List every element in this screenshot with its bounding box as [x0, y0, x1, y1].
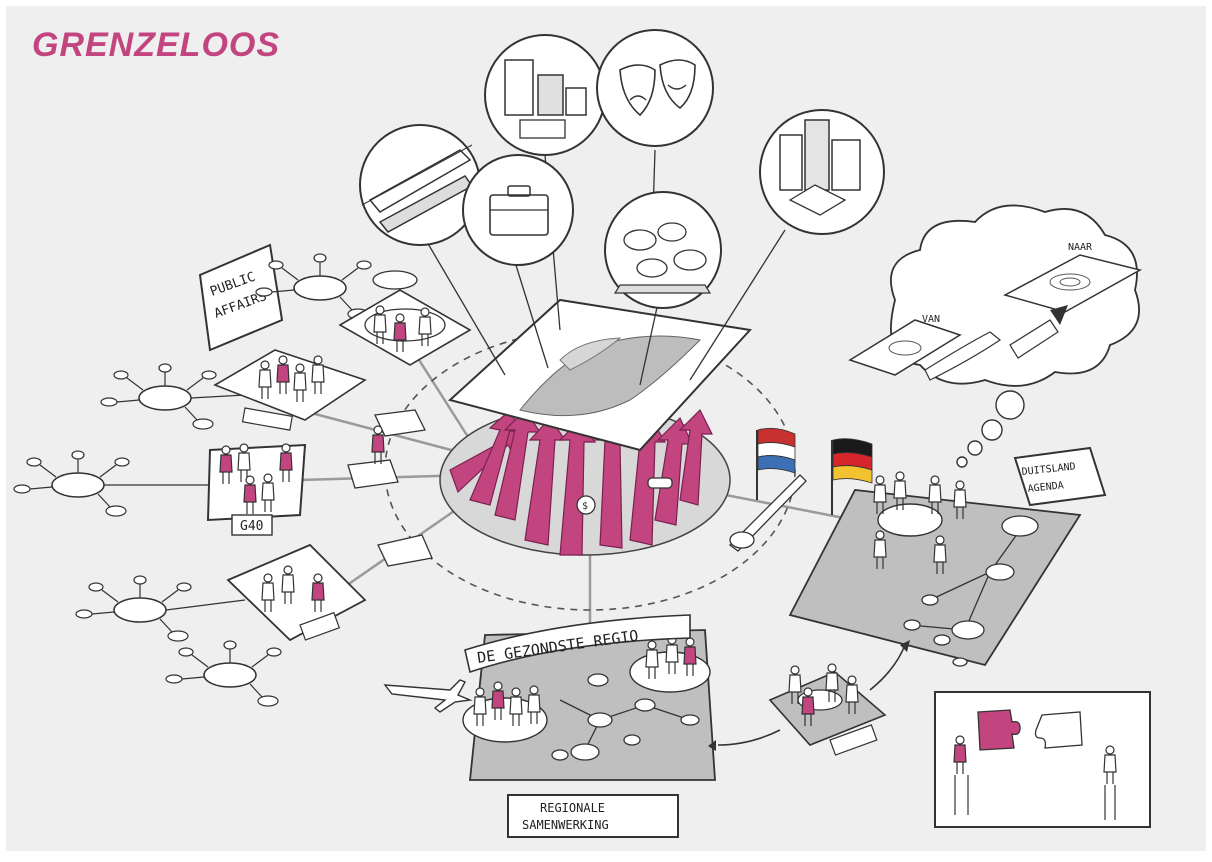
- page-title: GRENZELOOS: [32, 26, 281, 64]
- duitsland-label-2: AGENDA: [1027, 480, 1064, 495]
- duitsland-agenda-sign: DUITSLAND AGENDA: [1013, 446, 1107, 507]
- hub-network-left-upper: [100, 363, 246, 430]
- office-buildings-icon: [484, 34, 606, 156]
- briefcase-icon: [462, 154, 574, 266]
- g40-label: G40: [240, 519, 263, 534]
- regionale-label-1: REGIONALE: [540, 801, 605, 815]
- naar-label: NAAR: [1068, 242, 1093, 253]
- stakeholder-platform-lower: [226, 543, 367, 642]
- bridge-figure: [729, 474, 807, 552]
- g40-platform: G40: [206, 443, 307, 536]
- document-scrolls: [347, 409, 433, 567]
- meeting-table-platform: [338, 270, 472, 366]
- city-skyline-icon: [759, 109, 885, 235]
- airplane-icon: [383, 679, 473, 713]
- handshake-icon: [647, 477, 673, 489]
- netherlands-flag-icon: [756, 427, 796, 500]
- theater-masks-icon: [596, 29, 714, 147]
- public-affairs-sign: PUBLIC AFFAIRS: [198, 243, 284, 352]
- svg-text:$: $: [582, 501, 588, 512]
- regionale-label-2: SAMENWERKING: [522, 818, 609, 832]
- central-map-panel: [447, 298, 752, 452]
- puzzle-icon: [977, 709, 1083, 751]
- hub-network-left-lower: [75, 575, 282, 707]
- van-label: VAN: [922, 314, 940, 325]
- puzzle-presentation-panel: [934, 691, 1151, 828]
- germany-network-platform: [788, 471, 1082, 667]
- germany-flag-icon: [831, 438, 873, 515]
- cross-border-meeting-platform: [708, 640, 910, 756]
- train-icon: [359, 124, 481, 246]
- regional-network-platform: [462, 629, 716, 781]
- regionale-samenwerking-sign: REGIONALE SAMENWERKING: [507, 794, 679, 838]
- stakeholder-platform-upper: [213, 349, 367, 431]
- hub-network-left-middle: [13, 450, 210, 517]
- money-bag-icon: $: [576, 495, 596, 515]
- thought-cloud-icon: VAN NAAR: [848, 204, 1143, 468]
- food-market-icon: [604, 191, 722, 309]
